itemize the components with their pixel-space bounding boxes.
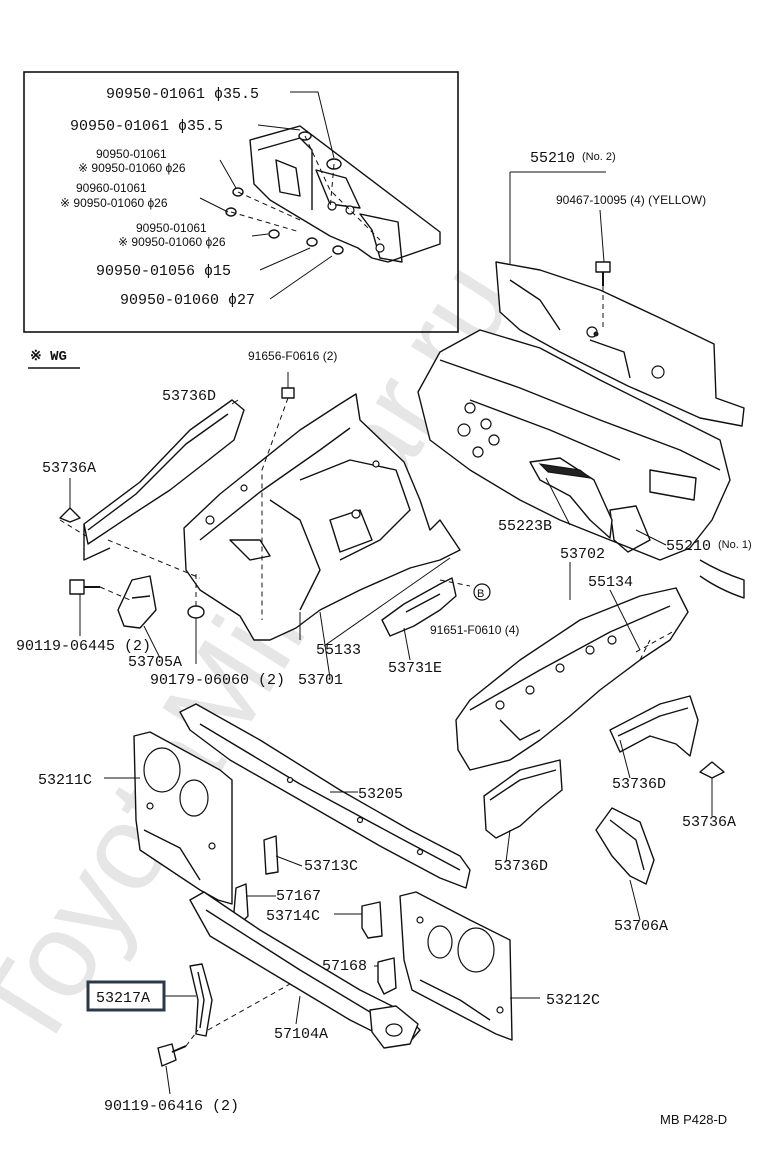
label-53736a-left: 53736A [42, 460, 96, 477]
nut-90179-icon [187, 570, 205, 619]
apron-53702 [455, 587, 689, 771]
bracket-53217a [189, 963, 213, 1037]
panel-53211c [133, 731, 233, 905]
label-53205: 53205 [358, 786, 403, 803]
label-53714c: 53714C [266, 908, 320, 925]
label-53705a: 53705A [128, 654, 182, 671]
label-55133: 55133 [316, 642, 361, 659]
label-53736d-top: 53736D [162, 388, 216, 405]
clip-53736a-right-icon [699, 761, 725, 800]
apron-53701 [183, 393, 461, 641]
label-55210-no1: 55210 [666, 538, 711, 555]
inset-label-6: ※ 90950-01060 ϕ26 [60, 196, 168, 210]
label-57168: 57168 [322, 958, 367, 975]
bolt-90119-06445-icon [69, 579, 131, 601]
circle-b-icon: B [473, 583, 491, 601]
label-91656: 91656-F0616 (2) [248, 349, 337, 363]
lower-support-57104a [189, 891, 421, 1049]
inset-label-5: 90960-01061 [76, 181, 147, 195]
bracket-53706a [595, 807, 655, 885]
inset-label-2: 90950-01061 ϕ35.5 [70, 118, 223, 135]
upper-support-53205 [179, 703, 471, 889]
bolt-90119-06416-icon [157, 1029, 199, 1067]
wg-note: ※ WG [28, 349, 80, 369]
inset-label-4: ※ 90950-01060 ϕ26 [78, 161, 186, 175]
bracket-57168 [377, 957, 397, 995]
inset-label-8: ※ 90950-01060 ϕ26 [118, 235, 226, 249]
wg-note-text: ※ WG [30, 349, 67, 365]
label-53706a: 53706A [614, 918, 668, 935]
page-reference: MB P428-D [660, 1112, 727, 1127]
inset-label-1: 90950-01061 ϕ35.5 [106, 86, 259, 103]
label-53713c: 53713C [304, 858, 358, 875]
label-91651: 91651-F0610 (4) [430, 623, 519, 637]
label-53736d-right: 53736D [612, 776, 666, 793]
label-57104a: 57104A [274, 1026, 328, 1043]
cowl-panel-55210-no2 [495, 261, 745, 427]
bracket-53731e [381, 577, 457, 637]
bolt-90467-icon [595, 261, 611, 330]
clip-53736a-icon [59, 492, 81, 523]
label-53736d-mid: 53736D [494, 858, 548, 875]
label-53702: 53702 [560, 546, 605, 563]
inset-label-7: 90950-01061 [136, 221, 207, 235]
label-53701: 53701 [298, 672, 343, 689]
label-55210-no2: 55210 [530, 150, 575, 167]
label-55210-no1-sub: (No. 1) [718, 539, 752, 551]
label-57167: 57167 [276, 888, 321, 905]
seal-53736d-mid [483, 759, 563, 839]
bracket-53714c [361, 901, 383, 939]
label-90467: 90467-10095 (4) (YELLOW) [556, 193, 706, 207]
label-55210-no2-sub: (No. 2) [582, 151, 616, 163]
panel-53212c [399, 891, 513, 1041]
bracket-53705a [117, 575, 157, 629]
label-53736a-right: 53736A [682, 814, 736, 831]
bracket-53713c [263, 835, 279, 875]
seal-53736d-top [83, 399, 245, 561]
label-53212c: 53212C [546, 992, 600, 1009]
inset-label-9: 90950-01056 ϕ15 [96, 263, 231, 280]
cowl-panel-55210-no1 [417, 329, 745, 599]
circle-b-text: B [477, 588, 484, 600]
label-90119-06445: 90119-06445 (2) [16, 638, 151, 655]
label-53731e: 53731E [388, 660, 442, 677]
highlight-box-53217a: 53217A [86, 980, 166, 1012]
label-55223b: 55223B [498, 518, 552, 535]
inset-label-10: 90950-01060 ϕ27 [120, 292, 255, 309]
label-90119-06416: 90119-06416 (2) [104, 1098, 239, 1115]
label-53211c: 53211C [38, 772, 92, 789]
label-90179: 90179-06060 (2) [150, 672, 285, 689]
inset-box: 90950-01061 ϕ35.5 90950-01061 ϕ35.5 9095… [23, 71, 459, 333]
label-53217a: 53217A [96, 990, 150, 1007]
seal-53736d-right [609, 695, 699, 757]
label-55134: 55134 [588, 574, 633, 591]
inset-label-3: 90950-01061 [96, 147, 167, 161]
